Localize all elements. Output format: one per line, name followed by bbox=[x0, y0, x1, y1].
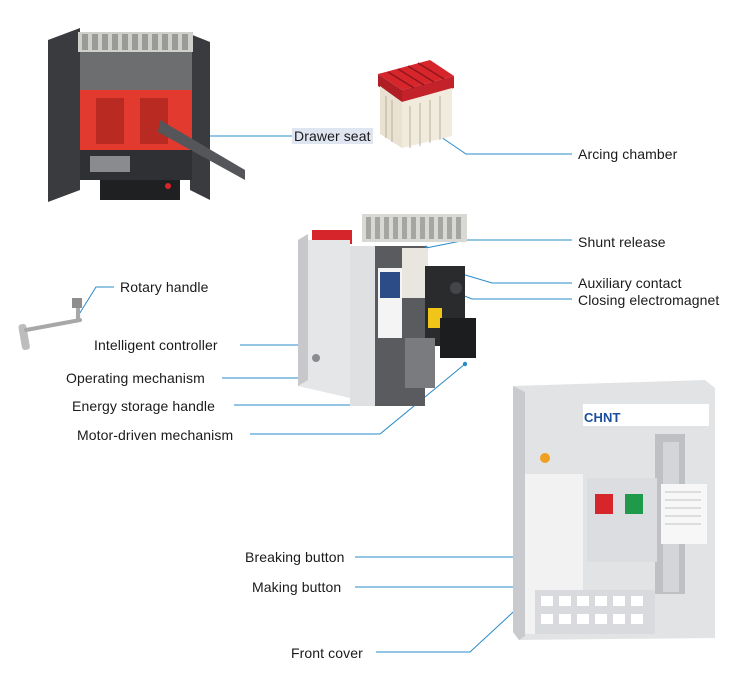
label-making-button: Making button bbox=[252, 579, 342, 595]
label-operating-mechanism: Operating mechanism bbox=[66, 370, 205, 386]
label-motor-driven-mechanism: Motor-driven mechanism bbox=[77, 427, 234, 443]
leader-arcing-chamber bbox=[437, 134, 572, 155]
label-breaking-button: Breaking button bbox=[245, 549, 345, 565]
label-auxiliary-contact: Auxiliary contact bbox=[578, 275, 682, 291]
leader-rotary-handle bbox=[77, 286, 114, 317]
drawer-seat-illustration bbox=[48, 28, 245, 202]
label-drawer-seat: Drawer seat bbox=[292, 128, 373, 144]
leader-front-cover bbox=[376, 602, 524, 653]
rotary-handle-illustration bbox=[18, 298, 82, 351]
leader-auxiliary-contact bbox=[461, 273, 572, 284]
label-intelligent-controller: Intelligent controller bbox=[94, 337, 218, 353]
front-cover-illustration bbox=[513, 380, 715, 640]
label-rotary-handle: Rotary handle bbox=[120, 279, 209, 295]
circuit-breaker-illustration bbox=[298, 214, 476, 406]
leader-motor-driven-mechanism bbox=[250, 363, 466, 435]
label-closing-electromagnet: Closing electromagnet bbox=[578, 292, 720, 308]
label-energy-storage-handle: Energy storage handle bbox=[72, 398, 215, 414]
label-shunt-release: Shunt release bbox=[578, 234, 666, 250]
arcing-chamber-illustration bbox=[378, 60, 454, 148]
label-arcing-chamber: Arcing chamber bbox=[578, 146, 678, 162]
brand-logo: CHNT bbox=[584, 410, 621, 425]
label-front-cover: Front cover bbox=[291, 645, 363, 661]
